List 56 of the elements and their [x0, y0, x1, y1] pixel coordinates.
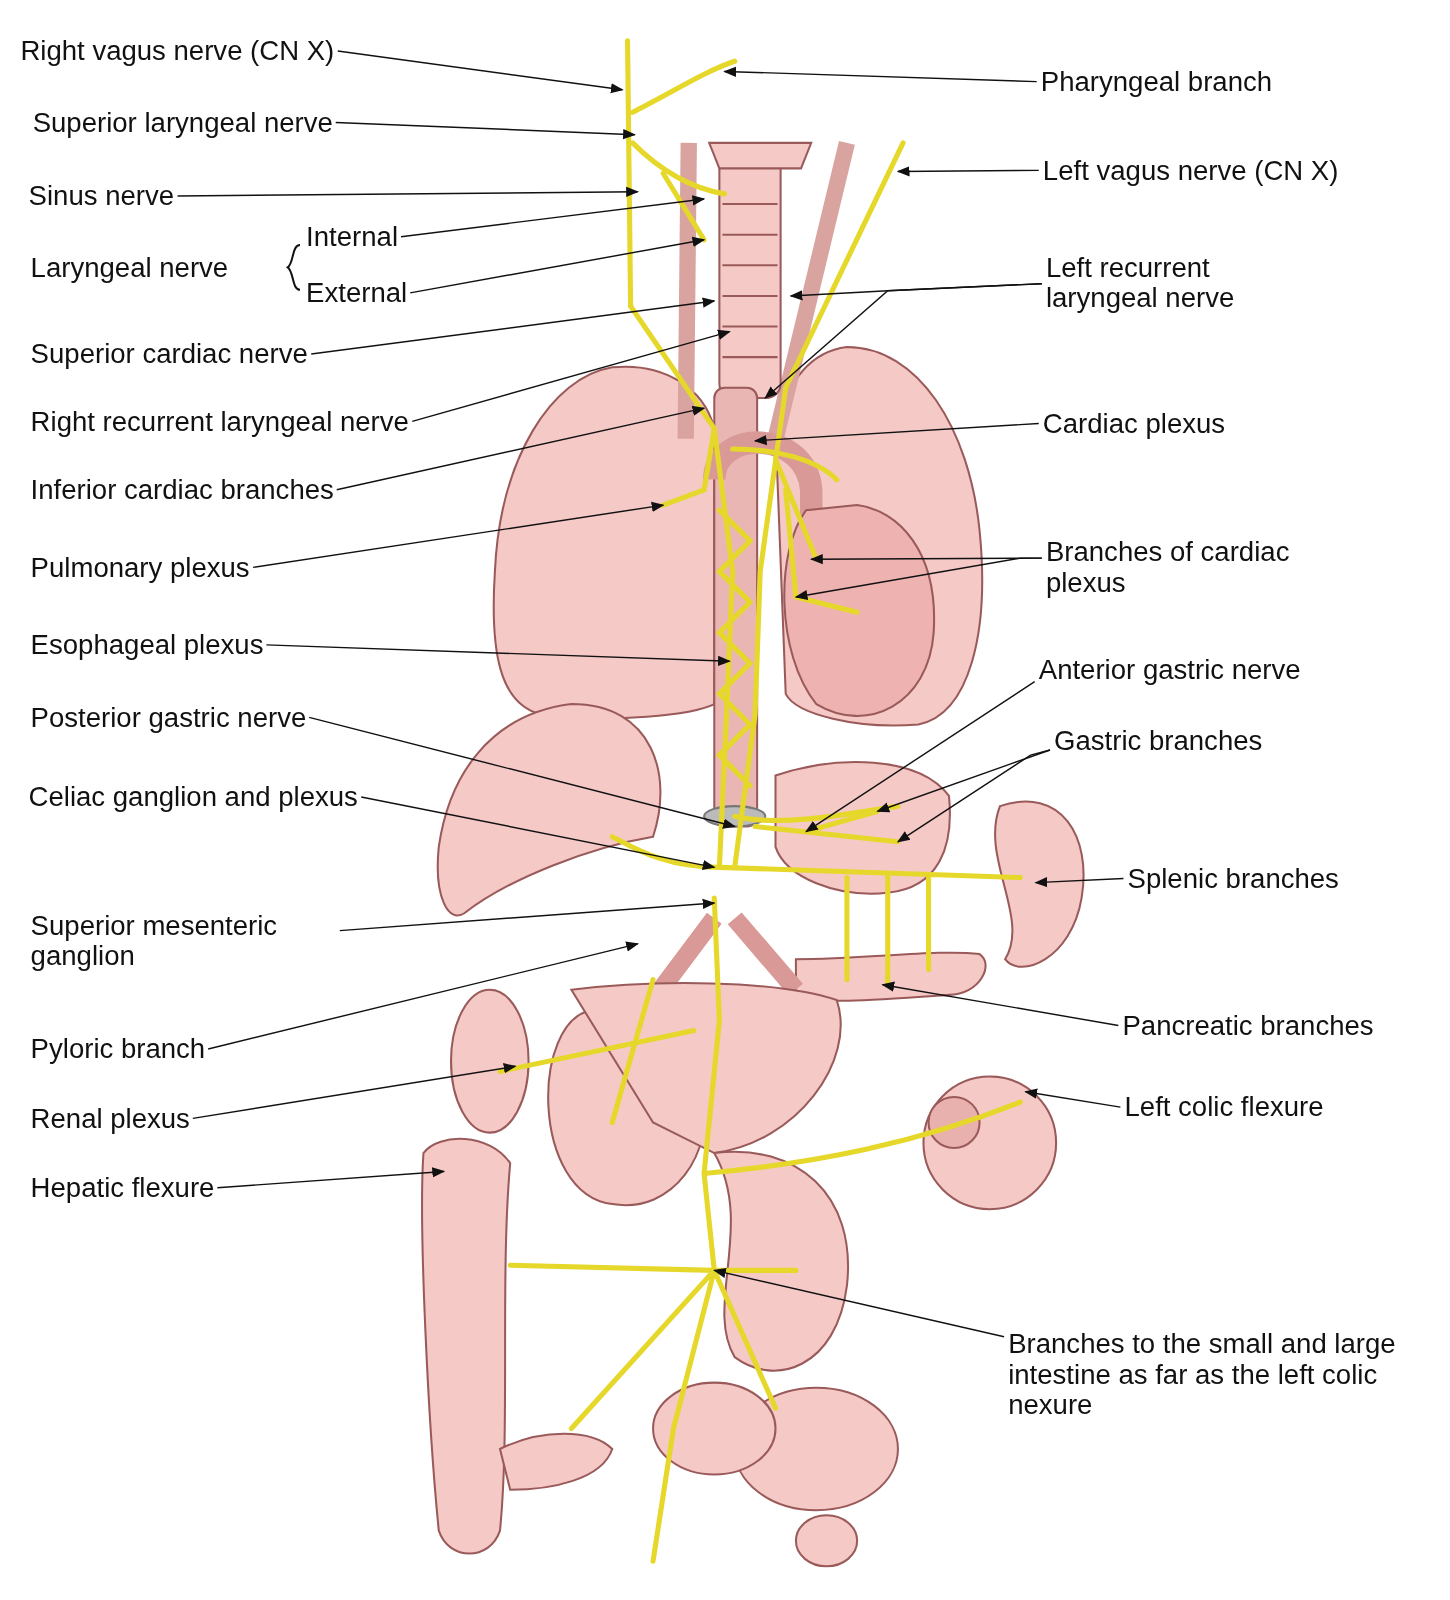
leader-line: [881, 981, 1120, 1027]
leader-line: [713, 1267, 1005, 1338]
callout-label: Gastric branches: [1054, 725, 1263, 757]
callout-label: Celiac ganglion and plexus: [28, 781, 358, 813]
bracket-label: Laryngeal nerve: [30, 252, 229, 283]
callout-label: Left colic flexure: [1124, 1091, 1324, 1123]
leader-line: [336, 405, 706, 491]
callout-label: Hepatic flexure: [30, 1172, 215, 1204]
callout-label: Splenic branches: [1127, 863, 1339, 894]
callout-label: Branches of cardiac plexus: [1045, 536, 1363, 598]
leader-line: [310, 297, 716, 355]
leader-line: [805, 680, 1036, 833]
callout-label: Cardiac plexus: [1042, 408, 1226, 439]
leader-line: [764, 282, 1043, 399]
leader-line: [216, 1167, 446, 1189]
leader-line: [252, 501, 665, 569]
callout-label: External: [306, 277, 408, 309]
leader-line: [308, 716, 736, 829]
callout-label: Renal plexus: [30, 1103, 190, 1134]
callout-label: Internal: [306, 221, 398, 253]
leader-line: [335, 121, 636, 140]
leader-line: [723, 66, 1038, 83]
leader-line: [411, 329, 731, 423]
leader-line: [409, 236, 706, 294]
leader-line: [876, 749, 1051, 813]
callout-label: Posterior gastric nerve: [30, 702, 307, 733]
leader-line: [400, 195, 706, 238]
leader-line: [1034, 876, 1125, 888]
callout-label: Anterior gastric nerve: [1038, 654, 1301, 685]
leader-line: [176, 186, 640, 198]
leader-line: [207, 941, 639, 1050]
callout-label: Pancreatic branches: [1122, 1010, 1374, 1041]
callout-label: Right recurrent laryngeal nerve: [30, 406, 409, 437]
callout-label: Esophageal plexus: [30, 629, 264, 661]
callout-label: Left recurrent laryngeal nerve: [1045, 252, 1312, 314]
leader-line: [192, 1063, 517, 1120]
callout-label: Left vagus nerve (CN X): [1042, 155, 1339, 186]
callout-label: Pulmonary plexus: [30, 552, 250, 583]
callout-label: Superior mesenteric ganglion: [30, 910, 347, 972]
leader-line: [265, 644, 731, 666]
leader-line: [896, 166, 1040, 177]
callout-label: Sinus nerve: [28, 180, 175, 212]
callout-label: Right vagus nerve (CN X): [20, 35, 335, 67]
callout-label: Pharyngeal branch: [1040, 66, 1273, 97]
callout-label: Pyloric branch: [30, 1033, 206, 1065]
callout-label: Superior cardiac nerve: [30, 338, 308, 370]
leader-line: [339, 898, 716, 932]
leader-line: [1024, 1088, 1122, 1108]
leader-line: [337, 50, 624, 94]
callout-label: Superior laryngeal nerve: [32, 107, 333, 138]
leader-line: [896, 749, 1051, 843]
callout-label: Branches to the small and large intestine as far as the left colic nexure: [1008, 1328, 1417, 1421]
leader-line: [794, 557, 1043, 601]
leader-line: [753, 422, 1040, 446]
leader-line: [360, 796, 716, 871]
callout-label: Inferior cardiac branches: [30, 474, 334, 506]
